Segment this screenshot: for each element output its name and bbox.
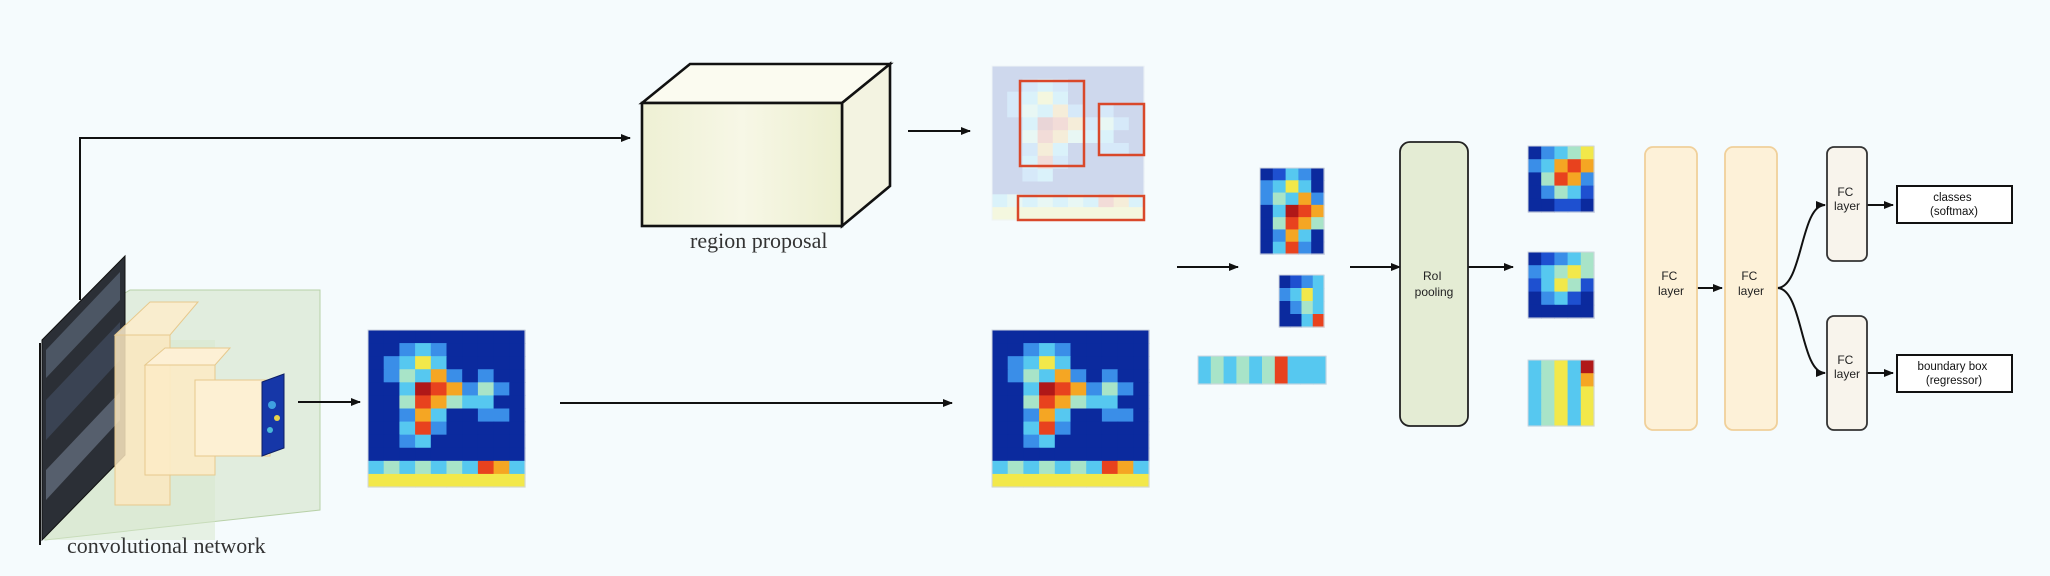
fc-layer-classes-label: FC layer xyxy=(1834,185,1860,213)
arrows xyxy=(79,127,1894,407)
fc-layer-bbox xyxy=(1826,315,1868,431)
roi-crop-3 xyxy=(1197,355,1327,385)
pooled-map-1 xyxy=(1527,145,1595,213)
feature-map-projected xyxy=(991,329,1150,488)
fc-layer-bbox-label: FC layer xyxy=(1834,353,1860,381)
proposal-rect-1 xyxy=(1018,79,1086,168)
proposal-rect-2 xyxy=(1097,102,1146,157)
region-proposal-box xyxy=(638,61,894,229)
fc-layer-classes xyxy=(1826,146,1868,262)
classes-output-label: classes (softmax) xyxy=(1930,192,1978,218)
region-proposal-label: region proposal xyxy=(690,228,827,253)
bbox-output-label: boundary box (regressor) xyxy=(1918,361,1991,387)
feature-maps xyxy=(367,65,1595,488)
roi-pooling-box xyxy=(1399,141,1469,427)
classes-output-box xyxy=(1896,185,2013,224)
feature-map-1 xyxy=(367,329,526,488)
conv-network-label: convolutional network xyxy=(67,533,266,558)
bbox-output-box xyxy=(1896,354,2013,393)
fc-layer-1-label: FC layer xyxy=(1658,269,1684,298)
proposal-rect-3 xyxy=(1016,194,1146,222)
pooled-map-2 xyxy=(1527,251,1595,319)
feature-map-faded xyxy=(991,65,1145,221)
convolutional-network xyxy=(39,254,321,545)
proposal-rectangles xyxy=(1016,79,1146,222)
fc-layer-2-label: FC layer xyxy=(1738,269,1764,298)
roi-crop-2 xyxy=(1278,274,1325,328)
arrow-fc2-branch-top xyxy=(1776,201,1826,289)
roi-pooling-label: RoI pooling xyxy=(1415,269,1454,299)
conv-layer-3 xyxy=(194,379,271,457)
arrow-fc2-branch-bottom xyxy=(1776,287,1826,377)
pooled-map-3 xyxy=(1527,359,1595,427)
roi-crop-1 xyxy=(1259,167,1325,255)
conv-output-thumbnail xyxy=(261,373,285,457)
fc-layer-2 xyxy=(1724,146,1778,431)
arrow-conv-to-proposal xyxy=(79,134,631,300)
fc-layer-1 xyxy=(1644,146,1698,431)
